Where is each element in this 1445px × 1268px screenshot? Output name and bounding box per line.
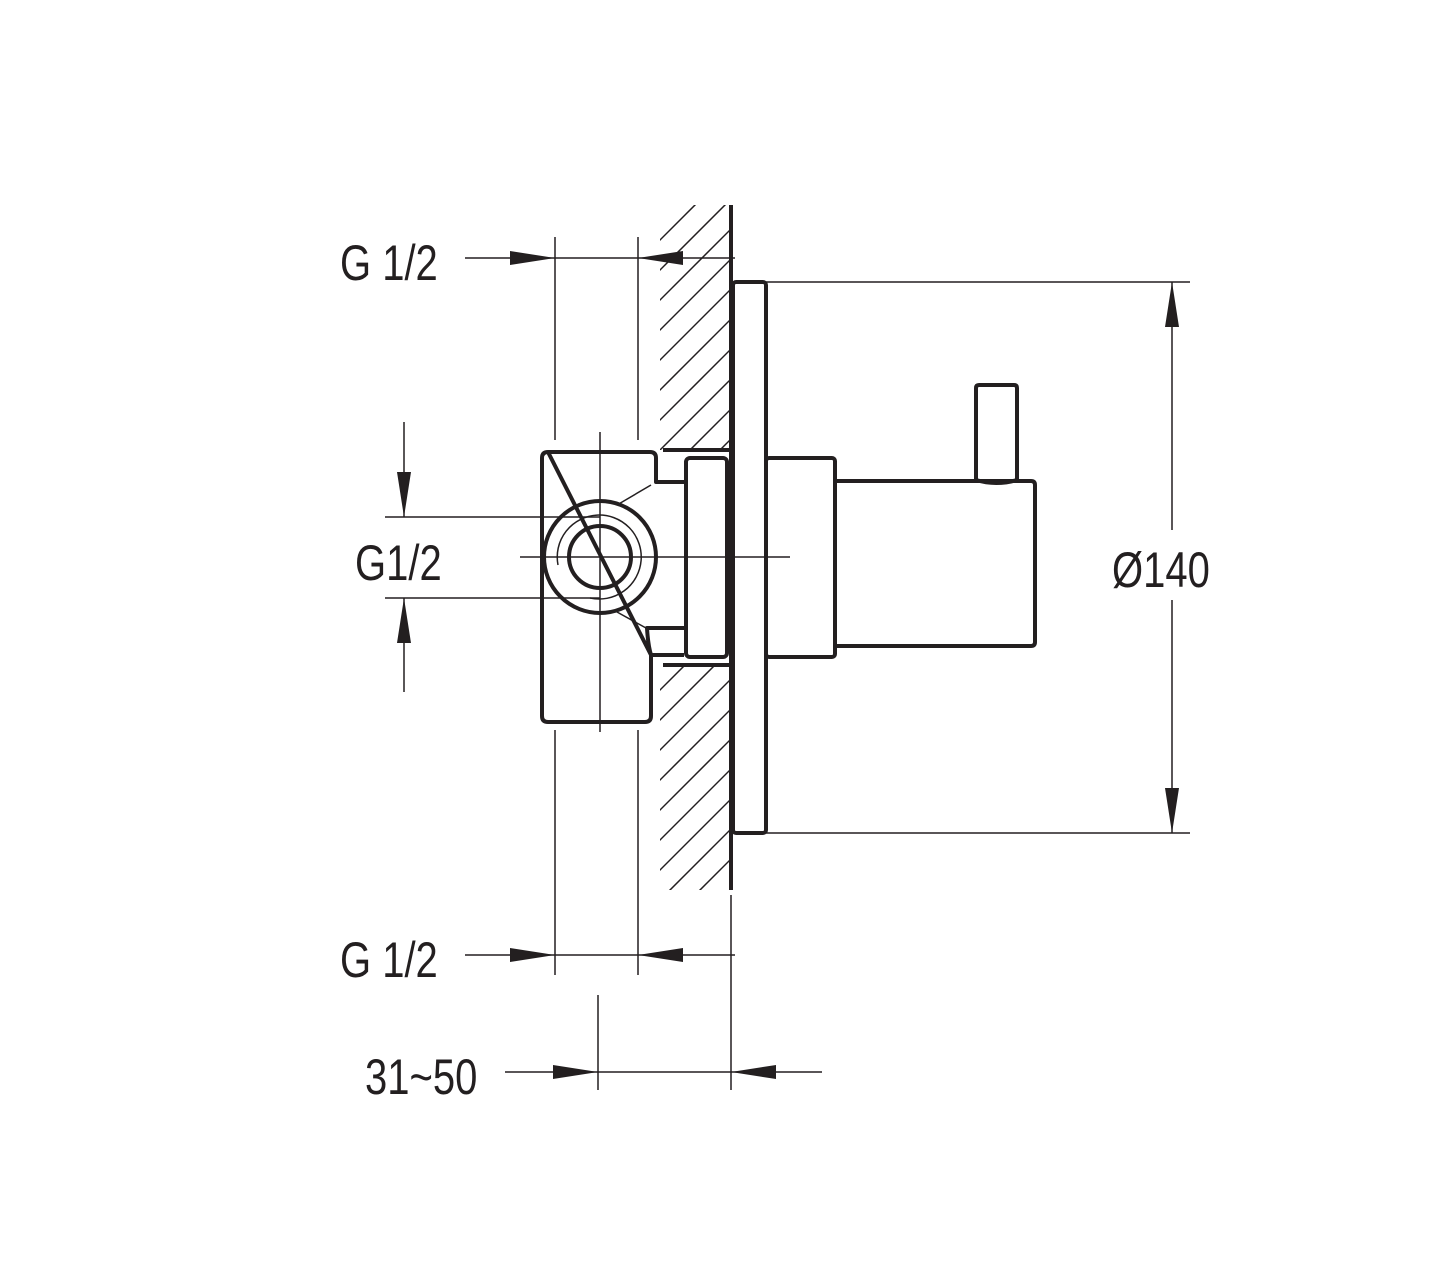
hatch-line [660, 819, 729, 890]
hatch-line [660, 759, 729, 851]
arrow-icon [510, 251, 555, 265]
valve-body [540, 450, 684, 724]
hatch-line [660, 699, 729, 791]
arrow-icon [510, 948, 555, 962]
hatch-line [660, 669, 729, 761]
hatch-line [660, 205, 729, 281]
cover-diameter-label: Ø140 [1112, 542, 1210, 598]
arrow-icon [638, 251, 683, 265]
hatch-line [660, 849, 729, 890]
arrow-icon [1165, 788, 1179, 833]
arrow-icon [397, 598, 411, 643]
hatch-line [660, 309, 729, 401]
hatch-line [660, 249, 729, 341]
hatch-line [660, 279, 729, 371]
body-fillet-top [616, 484, 652, 506]
arrow-icon [1165, 282, 1179, 327]
arrow-icon [638, 948, 683, 962]
hatch-line [660, 219, 729, 311]
hatch-line [660, 729, 729, 821]
top-connection-label: G 1/2 [340, 235, 438, 291]
handle-body [835, 479, 1037, 648]
hatch-line [660, 339, 729, 431]
bottom-connection-label: G 1/2 [340, 932, 438, 988]
wall-depth-label: 31~50 [365, 1049, 477, 1105]
handle-lever [974, 383, 1019, 485]
hatch-line [660, 369, 729, 461]
side-connection-label: G1/2 [355, 535, 442, 591]
hatch-line [660, 205, 729, 251]
arrow-icon [731, 1065, 776, 1079]
port-thread-arc [556, 514, 642, 600]
arrow-icon [397, 472, 411, 517]
hatch-line [660, 789, 729, 881]
body-fillet-bottom [616, 611, 647, 629]
arrow-icon [553, 1065, 598, 1079]
